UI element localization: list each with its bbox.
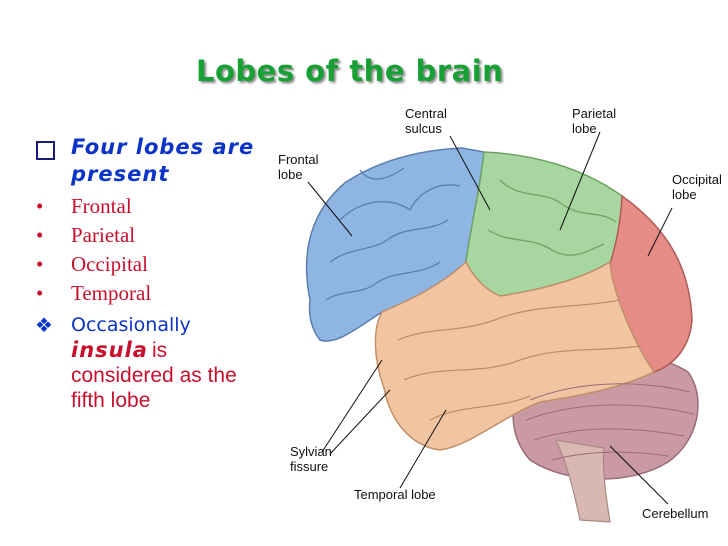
label-occipital-lobe: Occipital lobe [672, 172, 722, 202]
leader-lines [307, 131, 673, 505]
bullet-panel: Four lobes are present • Frontal • Parieta… [33, 134, 273, 413]
brainstem-region [554, 439, 611, 523]
temporal-gyri [397, 299, 641, 421]
bullet-dot-icon: • [36, 194, 44, 218]
note-suffix: is considered as the fifth lobe [71, 339, 237, 412]
parietal-gyri [487, 179, 617, 256]
lobe-name: Temporal [71, 281, 152, 305]
list-item: • Temporal [33, 279, 273, 308]
insula-note: ❖ Occasionally insula is considered as t… [33, 312, 271, 413]
list-item: • Frontal [33, 192, 273, 221]
intro-bullet: Four lobes are present [33, 134, 273, 188]
label-cerebellum: Cerebellum [642, 506, 709, 521]
slide-title: Lobes of the brain [196, 54, 504, 88]
note-highlight: insula [71, 338, 148, 362]
frontal-gyri [325, 167, 461, 301]
temporal-lobe-region [374, 260, 656, 451]
label-frontal-lobe: Frontal lobe [278, 152, 319, 182]
lobe-name: Occipital [71, 252, 148, 276]
bullet-dot-icon: • [36, 223, 44, 247]
lobe-list: • Frontal • Parietal • Occipital • Temporal [33, 192, 273, 308]
diamond-bullet-icon: ❖ [35, 315, 53, 337]
intro-text: Four lobes are present [71, 135, 255, 186]
label-parietal-lobe: Parietal lobe [572, 106, 617, 136]
bullet-dot-icon: • [36, 252, 44, 276]
label-central-sulcus: Central sulcus [405, 106, 447, 136]
bullet-dot-icon: • [36, 281, 44, 305]
lobe-name: Parietal [71, 223, 136, 247]
checkbox-bullet-icon [36, 141, 55, 160]
list-item: • Parietal [33, 221, 273, 250]
list-item: • Occipital [33, 250, 273, 279]
note-prefix: Occasionally [71, 314, 191, 336]
lobe-name: Frontal [71, 194, 132, 218]
label-temporal-lobe: Temporal lobe [354, 487, 436, 502]
label-sylvian-fissure: Sylvian fissure [290, 444, 332, 474]
